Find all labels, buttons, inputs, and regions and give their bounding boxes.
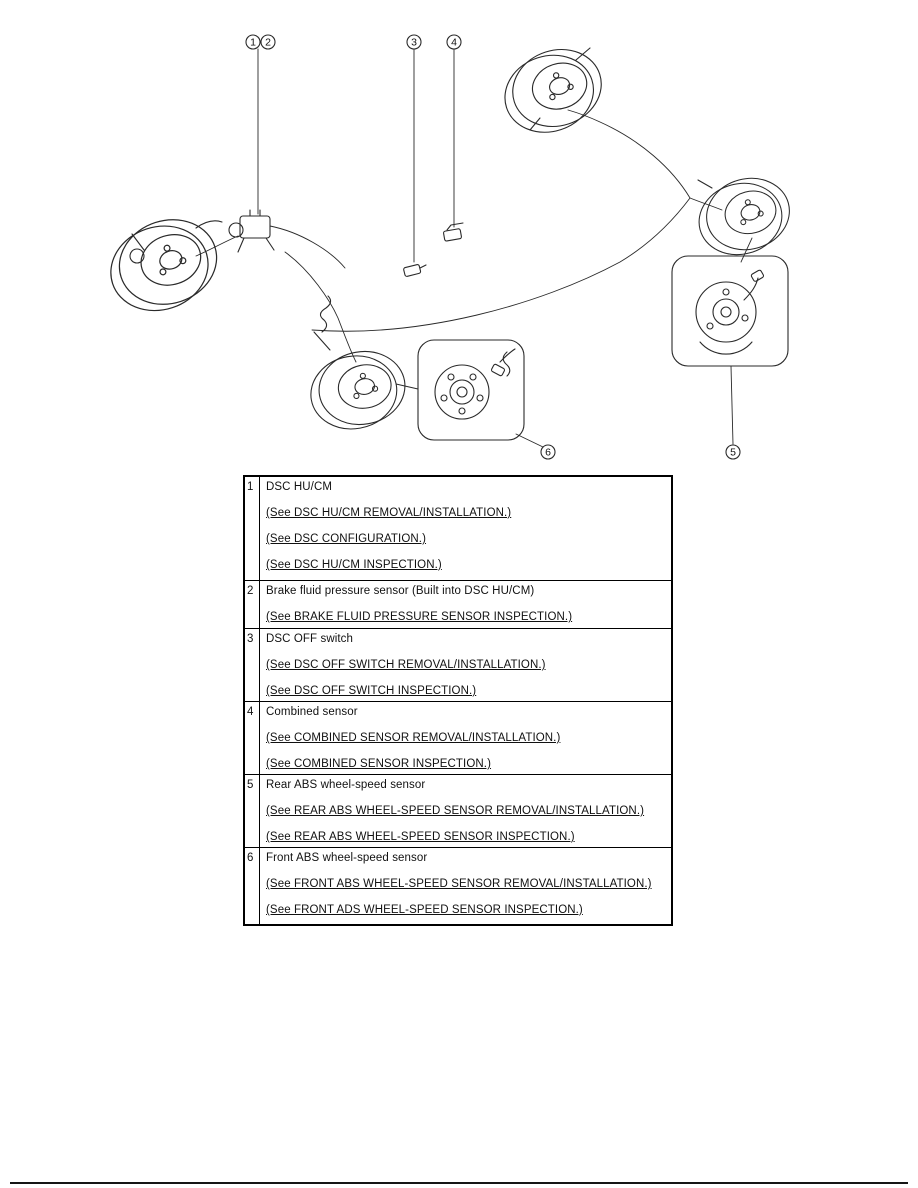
reference-link[interactable]: (See FRONT ABS WHEEL-SPEED SENSOR REMOVA… (266, 878, 652, 890)
component-name: Rear ABS wheel-speed sensor (266, 779, 426, 791)
dsc-off-switch (403, 264, 427, 277)
table-row: 2 Brake fluid pressure sensor (Built int… (245, 581, 671, 629)
table-row: 1 DSC HU/CM (See DSC HU/CM REMOVAL/INSTA… (245, 477, 671, 581)
callout-2-label: 2 (265, 37, 271, 49)
combined-sensor (443, 222, 464, 242)
row-number: 2 (245, 581, 260, 628)
detail-inset-front-abs-sensor (417, 339, 525, 441)
wheel-rear-right-top (493, 37, 613, 145)
component-name: DSC HU/CM (266, 481, 333, 493)
reference-link[interactable]: (See DSC CONFIGURATION.) (266, 533, 427, 545)
callout-3-label: 3 (411, 37, 417, 49)
table-row: 5 Rear ABS wheel-speed sensor (See REAR … (245, 775, 671, 848)
row-number: 4 (245, 702, 260, 774)
row-number: 5 (245, 775, 260, 847)
callout-1-label: 1 (250, 37, 256, 49)
wheel-front-left (98, 206, 230, 324)
callout-2: 2 (260, 34, 276, 50)
reference-link[interactable]: (See DSC OFF SWITCH REMOVAL/INSTALLATION… (266, 659, 546, 671)
callout-1: 1 (245, 34, 261, 50)
dsc-hu-cm-unit (228, 209, 275, 253)
row-content: Brake fluid pressure sensor (Built into … (260, 581, 671, 628)
reference-link[interactable]: (See DSC HU/CM INSPECTION.) (266, 559, 442, 571)
page-footer-rule (10, 1182, 908, 1184)
reference-link[interactable]: (See COMBINED SENSOR INSPECTION.) (266, 758, 492, 770)
table-row: 6 Front ABS wheel-speed sensor (See FRON… (245, 848, 671, 924)
component-name: DSC OFF switch (266, 633, 354, 645)
callout-3: 3 (406, 34, 422, 50)
reference-link[interactable]: (See DSC HU/CM REMOVAL/INSTALLATION.) (266, 507, 512, 519)
table-row: 3 DSC OFF switch (See DSC OFF SWITCH REM… (245, 629, 671, 702)
callout-6-label: 6 (545, 447, 551, 459)
component-name: Combined sensor (266, 706, 358, 718)
callout-4: 4 (446, 34, 462, 50)
reference-link[interactable]: (See REAR ABS WHEEL-SPEED SENSOR REMOVAL… (266, 805, 645, 817)
row-number: 1 (245, 477, 260, 580)
wheel-front-bottom (304, 295, 412, 437)
row-content: DSC OFF switch (See DSC OFF SWITCH REMOV… (260, 629, 671, 701)
callout-6: 6 (540, 444, 556, 460)
reference-link[interactable]: (See REAR ABS WHEEL-SPEED SENSOR INSPECT… (266, 831, 575, 843)
detail-inset-rear-abs-sensor (671, 255, 789, 367)
row-content: Front ABS wheel-speed sensor (See FRONT … (260, 848, 671, 924)
dsc-component-location-diagram: 1 2 3 4 5 6 (98, 34, 799, 460)
callout-5: 5 (725, 444, 741, 460)
reference-link[interactable]: (See DSC OFF SWITCH INSPECTION.) (266, 685, 477, 697)
reference-link[interactable]: (See FRONT ADS WHEEL-SPEED SENSOR INSPEC… (266, 904, 583, 916)
reference-link[interactable]: (See BRAKE FLUID PRESSURE SENSOR INSPECT… (266, 611, 573, 623)
component-name: Front ABS wheel-speed sensor (266, 852, 428, 864)
table-row: 4 Combined sensor (See COMBINED SENSOR R… (245, 702, 671, 775)
brake-pipes (195, 109, 723, 363)
row-number: 3 (245, 629, 260, 701)
leader-lines (257, 48, 753, 448)
reference-link[interactable]: (See COMBINED SENSOR REMOVAL/INSTALLATIO… (266, 732, 561, 744)
row-content: DSC HU/CM (See DSC HU/CM REMOVAL/INSTALL… (260, 477, 671, 580)
component-name: Brake fluid pressure sensor (Built into … (266, 585, 535, 597)
row-number: 6 (245, 848, 260, 924)
row-content: Rear ABS wheel-speed sensor (See REAR AB… (260, 775, 671, 847)
wheel-rear-right (689, 168, 799, 265)
callout-4-label: 4 (451, 37, 457, 49)
row-content: Combined sensor (See COMBINED SENSOR REM… (260, 702, 671, 774)
callout-5-label: 5 (730, 447, 736, 459)
component-legend-table: 1 DSC HU/CM (See DSC HU/CM REMOVAL/INSTA… (243, 475, 673, 926)
